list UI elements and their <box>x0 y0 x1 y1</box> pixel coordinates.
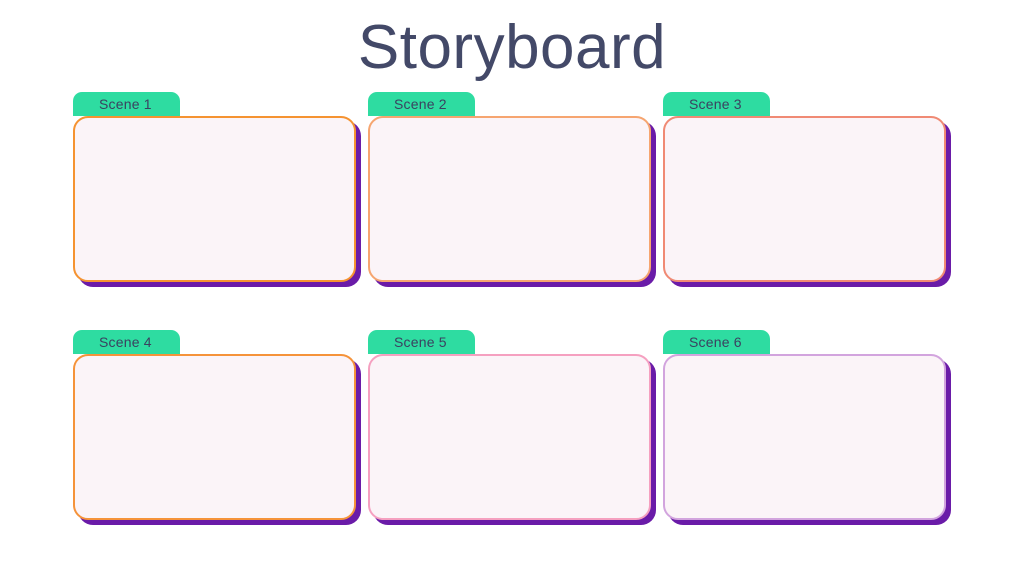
scene-card-3[interactable] <box>663 116 946 282</box>
storyboard-row: Scene 1 Scene 2 Scene 3 <box>73 92 953 304</box>
storyboard-row: Scene 4 Scene 5 Scene 6 <box>73 330 953 542</box>
scene-slot: Scene 3 <box>663 92 948 304</box>
scene-tab-2[interactable]: Scene 2 <box>368 92 475 116</box>
scene-slot: Scene 2 <box>368 92 653 304</box>
scene-card-5[interactable] <box>368 354 651 520</box>
storyboard-grid: Scene 1 Scene 2 Scene 3 Scene 4 Scene 5 … <box>73 92 953 568</box>
page-title: Storyboard <box>357 13 667 82</box>
scene-tab-3[interactable]: Scene 3 <box>663 92 770 116</box>
scene-slot: Scene 4 <box>73 330 358 542</box>
scene-card-6[interactable] <box>663 354 946 520</box>
scene-card-4[interactable] <box>73 354 356 520</box>
scene-card-1[interactable] <box>73 116 356 282</box>
scene-slot: Scene 1 <box>73 92 358 304</box>
scene-card-2[interactable] <box>368 116 651 282</box>
scene-slot: Scene 6 <box>663 330 948 542</box>
scene-tab-1[interactable]: Scene 1 <box>73 92 180 116</box>
scene-slot: Scene 5 <box>368 330 653 542</box>
scene-tab-6[interactable]: Scene 6 <box>663 330 770 354</box>
scene-tab-4[interactable]: Scene 4 <box>73 330 180 354</box>
scene-tab-5[interactable]: Scene 5 <box>368 330 475 354</box>
